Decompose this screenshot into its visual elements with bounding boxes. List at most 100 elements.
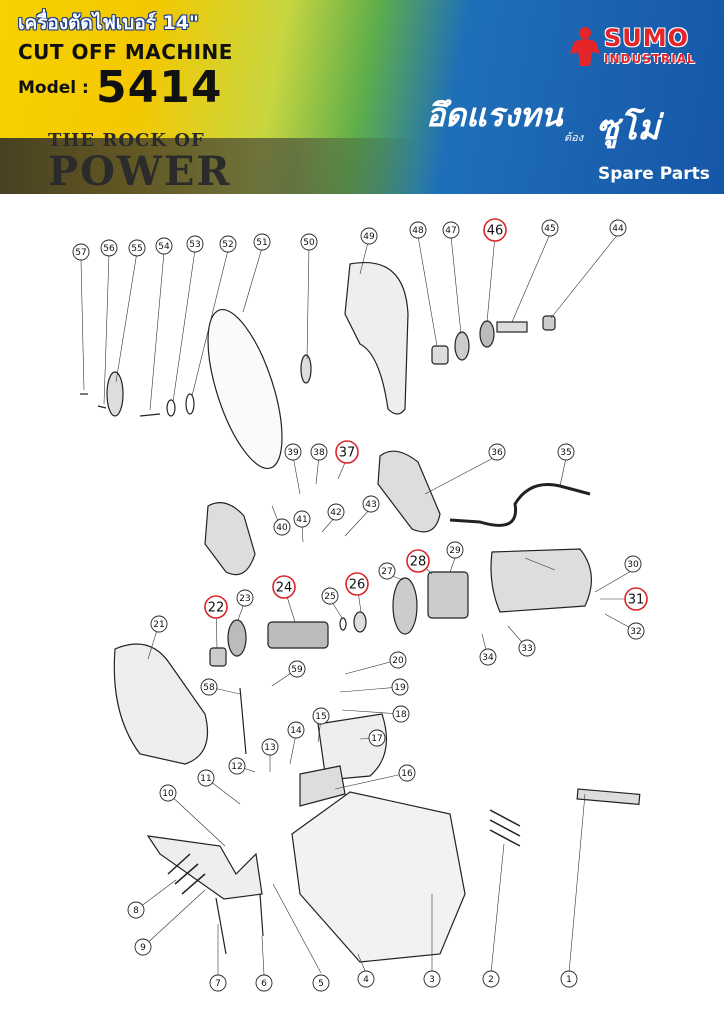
part-callout-circle-45 [541, 219, 559, 237]
part-number-41: 41 [296, 515, 307, 525]
mountain-band [0, 138, 420, 194]
part-callout-circle-58 [200, 678, 218, 696]
part-callout-circle-42 [327, 503, 345, 521]
part-number-7: 7 [215, 979, 221, 989]
thai-title: เครื่องตัดไฟเบอร์ 14" [18, 12, 199, 34]
part-callouts: 1234567891011121314151617181920212223242… [72, 218, 648, 992]
part-48-bearing [431, 345, 449, 365]
part-23-gear [227, 619, 247, 657]
part-55-flange [106, 371, 124, 417]
part-callout-circle-57 [72, 243, 90, 261]
part-35-power-cord [449, 483, 591, 527]
part-52-washer [185, 393, 195, 415]
part-number-19: 19 [394, 683, 406, 693]
part-callout-circle-8 [127, 901, 145, 919]
part-58-rod [239, 687, 247, 755]
part-50-flange [300, 354, 312, 384]
part-callout-circle-4 [357, 970, 375, 988]
part-54-bolt [139, 413, 161, 417]
part-number-27: 27 [381, 567, 392, 577]
brand-name: SUMO [604, 24, 690, 52]
part-callout-circle-26 [345, 572, 369, 596]
part-8-spring [167, 853, 206, 895]
part-number-31: 31 [628, 593, 645, 608]
part-6-screw [259, 893, 264, 937]
part-callout-circle-50 [300, 233, 318, 251]
part-callout-circle-18 [392, 705, 410, 723]
part-number-28: 28 [410, 555, 427, 570]
part-number-55: 55 [131, 244, 142, 254]
part-number-10: 10 [162, 789, 174, 799]
part-number-22: 22 [208, 601, 225, 616]
part-callout-circle-7 [209, 974, 227, 992]
part-callout-circle-44 [609, 219, 627, 237]
sumo-wrestler-logo-icon [570, 27, 600, 66]
part-number-36: 36 [491, 448, 503, 458]
part-callout-circle-20 [389, 651, 407, 669]
part-21-arm-housing [113, 643, 209, 765]
part-number-6: 6 [261, 979, 267, 989]
part-number-45: 45 [544, 224, 555, 234]
part-number-18: 18 [395, 710, 407, 720]
part-number-44: 44 [612, 224, 624, 234]
part-callout-circle-47 [442, 221, 460, 239]
section-title: Spare Parts [598, 164, 710, 184]
part-number-25: 25 [324, 592, 335, 602]
part-46-gear [479, 320, 495, 348]
part-callout-circle-25 [321, 587, 339, 605]
part-callout-circle-33 [518, 639, 536, 657]
part-callout-circle-46 [483, 218, 507, 242]
part-53-washer [166, 399, 176, 417]
part-number-42: 42 [330, 508, 341, 518]
part-number-24: 24 [276, 581, 293, 596]
part-56-bolt [97, 405, 107, 409]
part-callout-circle-21 [150, 615, 168, 633]
part-number-13: 13 [264, 743, 275, 753]
part-25-washer [339, 617, 347, 631]
part-callout-circle-41 [293, 510, 311, 528]
part-callout-circle-9 [134, 938, 152, 956]
part-number-40: 40 [276, 523, 288, 533]
exploded-parts-diagram: 1234567891011121314151617181920212223242… [72, 218, 648, 992]
part-51-cutting-disc [207, 308, 283, 470]
part-number-34: 34 [482, 653, 494, 663]
part-2-spring [489, 809, 521, 847]
part-callout-circle-24 [272, 575, 296, 599]
part-number-46: 46 [487, 224, 504, 239]
part-22-bearing [209, 647, 227, 667]
part-number-30: 30 [627, 560, 639, 570]
part-number-37: 37 [339, 446, 356, 461]
part-drawings [80, 262, 641, 963]
part-callout-circle-16 [398, 764, 416, 782]
part-callout-circle-1 [560, 970, 578, 988]
tagline-bottom: POWER [48, 148, 232, 194]
part-number-9: 9 [140, 943, 146, 953]
part-callout-circle-53 [186, 235, 204, 253]
slogan-small: ต้อง [564, 131, 584, 144]
part-number-3: 3 [429, 975, 435, 985]
part-callout-circle-27 [378, 562, 396, 580]
part-callout-circle-34 [479, 648, 497, 666]
model-number: 5414 [96, 62, 223, 113]
part-callout-circle-29 [446, 541, 464, 559]
part-number-53: 53 [189, 240, 200, 250]
part-29-motor-housing [490, 548, 592, 613]
part-number-8: 8 [133, 906, 139, 916]
part-number-11: 11 [200, 774, 211, 784]
part-callout-circle-30 [624, 555, 642, 573]
part-callout-circle-5 [312, 974, 330, 992]
part-callout-circle-40 [273, 518, 291, 536]
part-number-50: 50 [303, 238, 315, 248]
part-number-21: 21 [153, 620, 164, 630]
part-callout-circle-31 [624, 587, 648, 611]
part-7-pin [215, 897, 227, 955]
model-label: Model : [18, 78, 89, 98]
part-number-29: 29 [449, 546, 461, 556]
part-3-base [291, 791, 466, 963]
part-number-20: 20 [392, 656, 404, 666]
part-callout-circle-15 [312, 707, 330, 725]
part-28-stator [427, 571, 469, 619]
part-number-33: 33 [521, 644, 532, 654]
slogan-main: อึดแรงทน [426, 96, 563, 134]
part-callout-circle-23 [236, 589, 254, 607]
